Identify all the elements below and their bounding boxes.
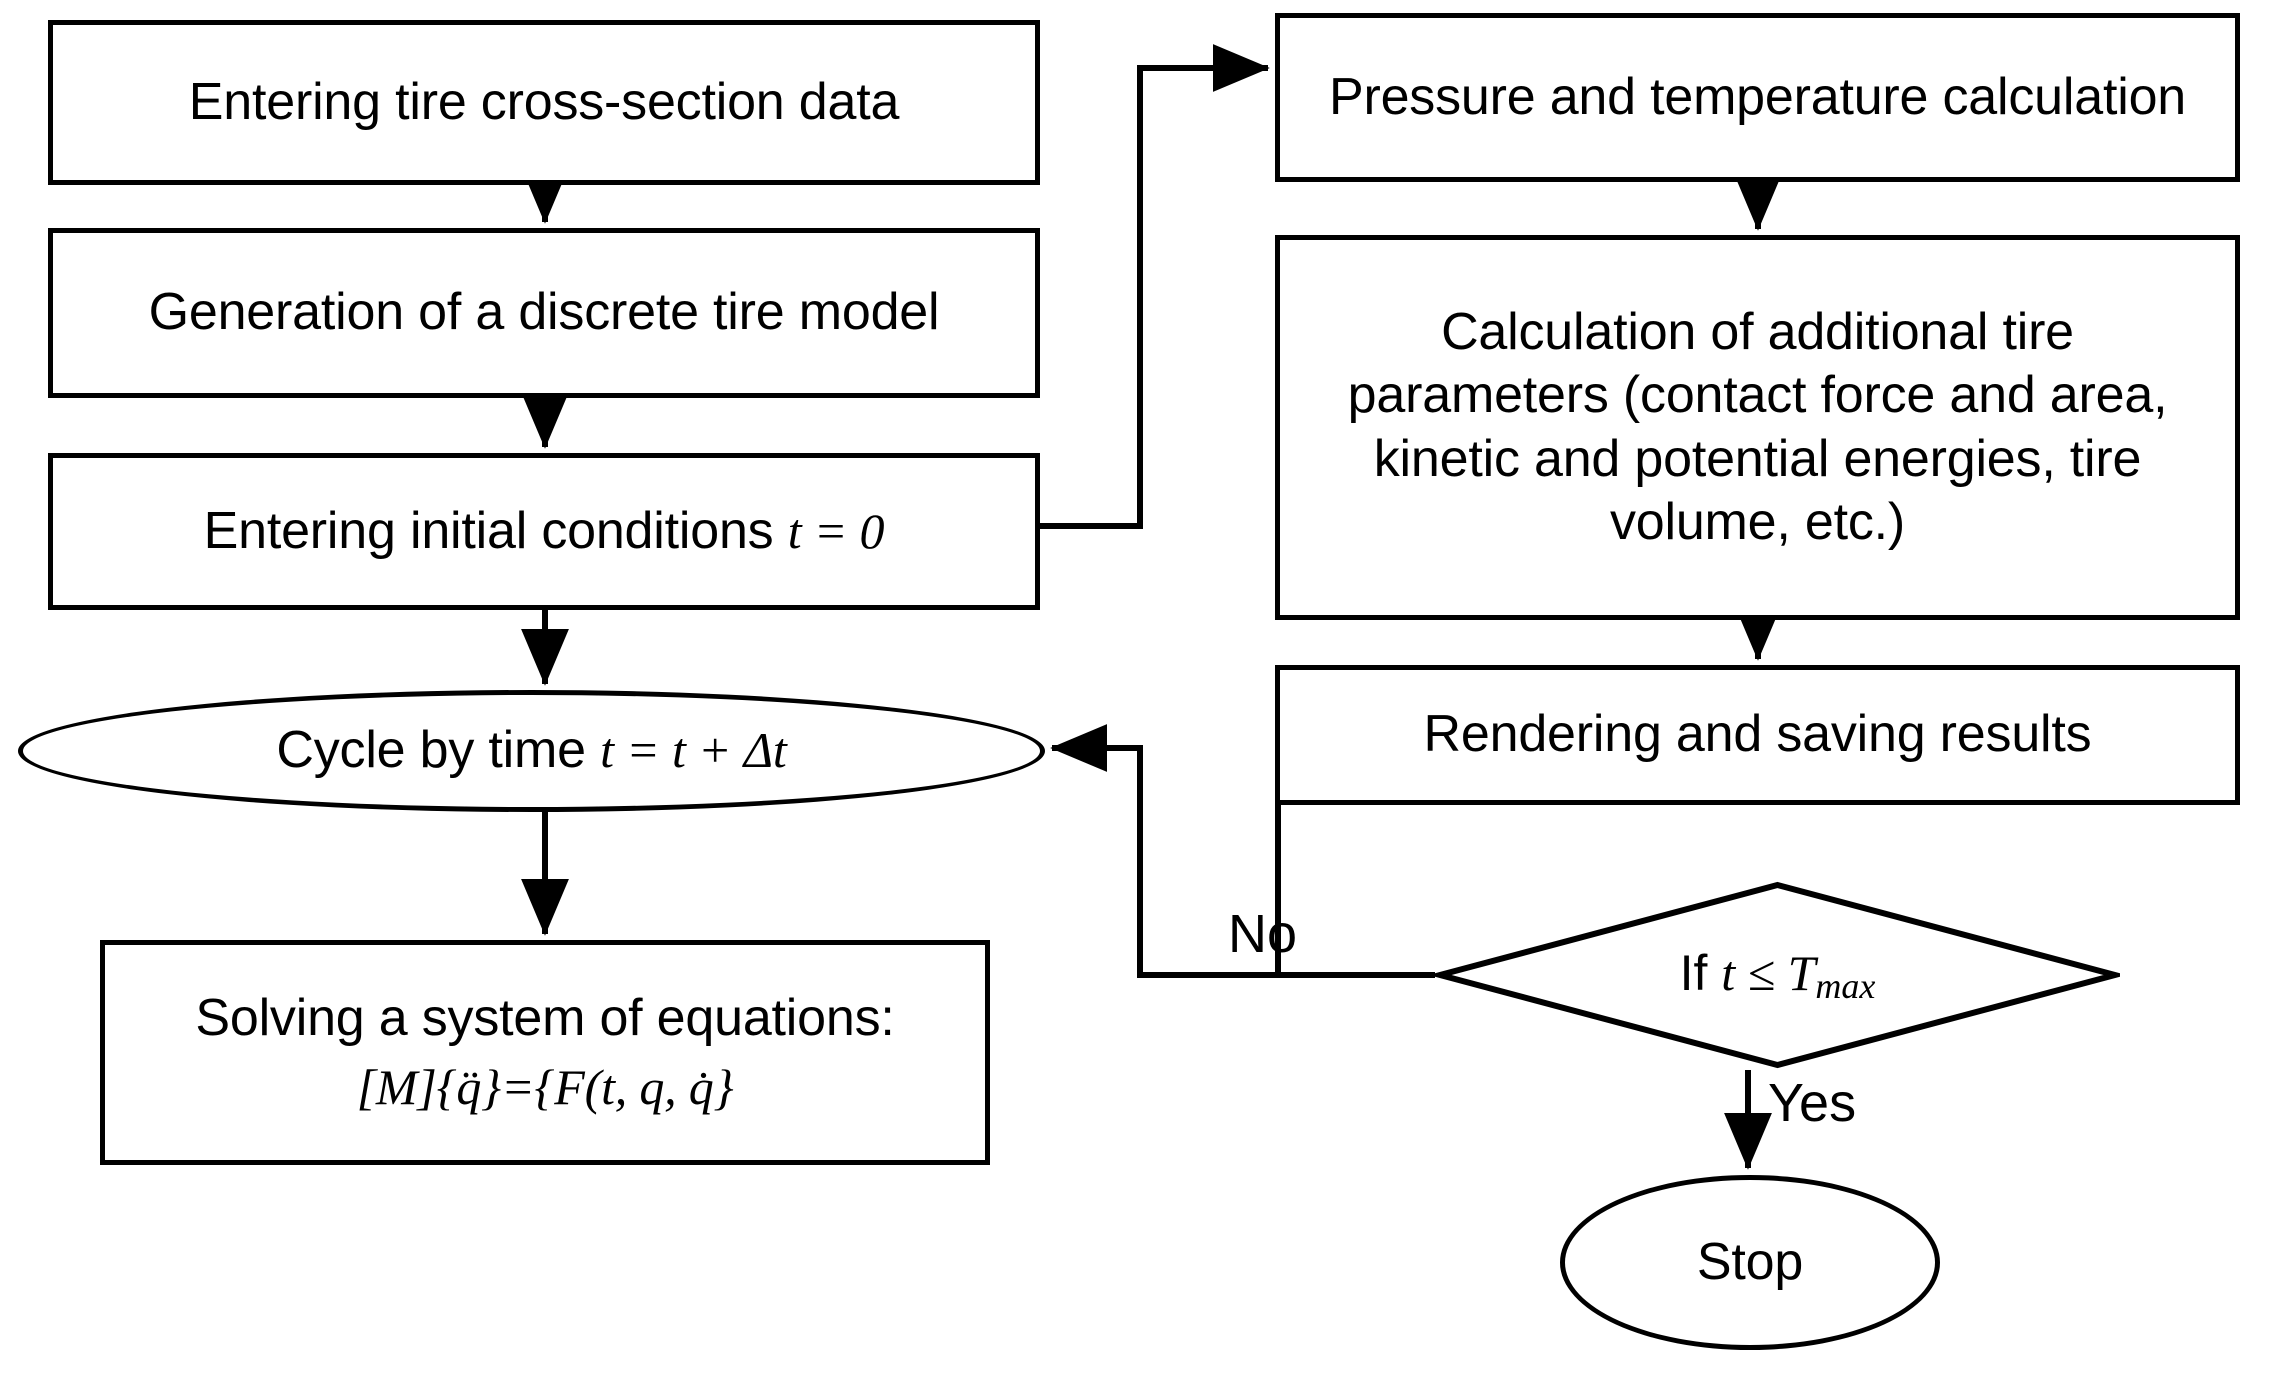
- node-render-save[interactable]: Rendering and saving results: [1275, 665, 2240, 805]
- node-initial-conditions-math: t = 0: [787, 502, 885, 559]
- node-generate-model[interactable]: Generation of a discrete tire model: [48, 228, 1040, 398]
- node-time-check[interactable]: If t ≤ Tmax: [1435, 880, 2120, 1070]
- node-solve-equations-label-line1: Solving a system of equations:: [195, 989, 895, 1048]
- node-additional-parameters-label: Calculation of additional tire parameter…: [1347, 302, 2168, 551]
- node-enter-cross-section-label: Entering tire cross-section data: [188, 72, 900, 131]
- edge-decision-no-to-cycle: [1050, 724, 1435, 978]
- node-pressure-temperature-label: Pressure and temperature calculation: [1328, 67, 2187, 126]
- node-time-check-math: t ≤ T: [1721, 944, 1816, 1001]
- node-cycle-by-time-math: t = t + Δt: [600, 722, 787, 779]
- node-time-check-subscript: max: [1815, 965, 1876, 1006]
- node-stop[interactable]: Stop: [1560, 1175, 1940, 1350]
- edge-render-to-decision: [1275, 805, 1429, 978]
- node-render-save-label: Rendering and saving results: [1423, 705, 2092, 764]
- node-cycle-by-time[interactable]: Cycle by time t = t + Δt: [18, 690, 1045, 812]
- node-initial-conditions-label: Entering initial conditions: [203, 501, 788, 560]
- node-time-check-label: If: [1679, 944, 1722, 1001]
- edge-initial-to-pressure: [1040, 44, 1270, 529]
- node-initial-conditions[interactable]: Entering initial conditions t = 0: [48, 453, 1040, 610]
- node-enter-cross-section[interactable]: Entering tire cross-section data: [48, 20, 1040, 185]
- node-stop-label: Stop: [1696, 1232, 1804, 1291]
- node-solve-equations-label-line2: [M]{q̈}={F(t, q, q̇}: [356, 1058, 734, 1115]
- edge-label-no: No: [1228, 904, 1298, 964]
- node-cycle-by-time-label: Cycle by time: [276, 721, 601, 780]
- node-generate-model-label: Generation of a discrete tire model: [148, 283, 940, 342]
- edge-label-yes: Yes: [1768, 1073, 1857, 1133]
- node-pressure-temperature[interactable]: Pressure and temperature calculation: [1275, 13, 2240, 182]
- node-additional-parameters[interactable]: Calculation of additional tire parameter…: [1275, 235, 2240, 620]
- decision-diamond-shape: [1435, 881, 2120, 1069]
- node-solve-equations[interactable]: Solving a system of equations: [M]{q̈}={…: [100, 940, 990, 1165]
